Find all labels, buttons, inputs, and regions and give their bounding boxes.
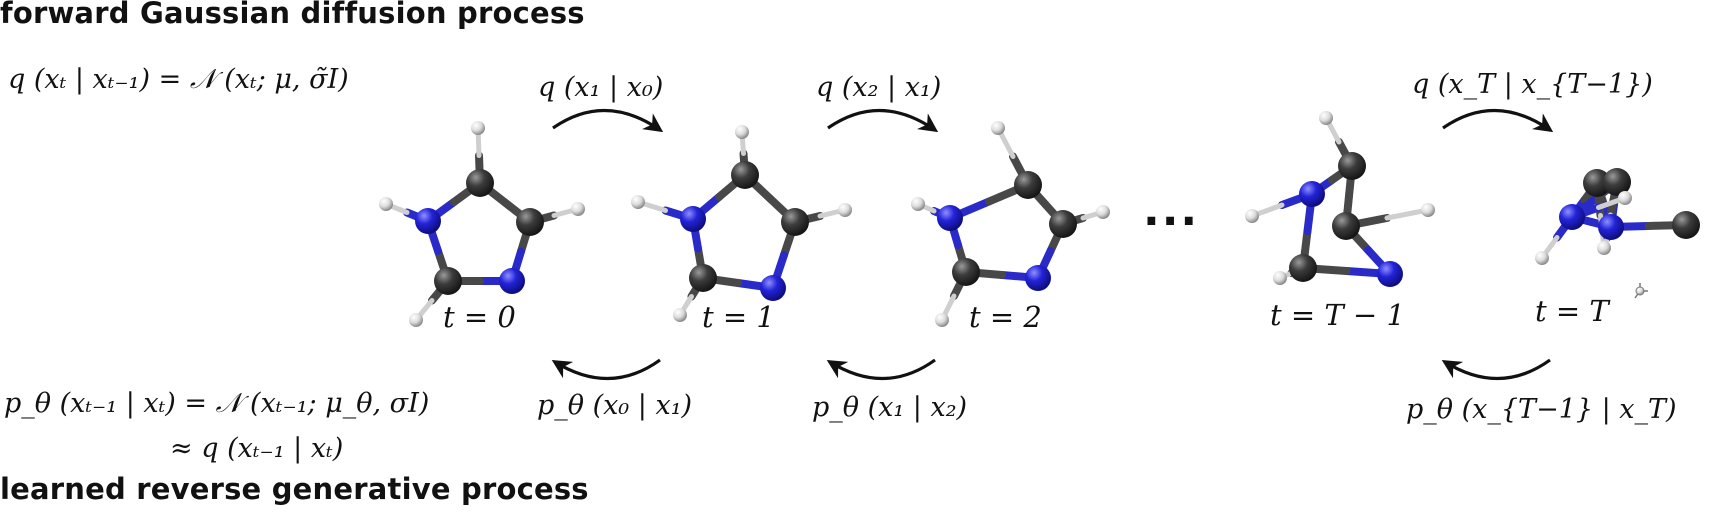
carbon-atom-3	[1672, 211, 1700, 239]
nitrogen-atom-2	[1025, 265, 1051, 291]
rotation-axis-icon	[1634, 283, 1648, 299]
forward-arrow-2	[1442, 108, 1554, 133]
hydrogen-atom-6	[1535, 251, 1549, 265]
timestep-label-0: t = 0	[443, 300, 516, 334]
hydrogen-atom-7	[379, 197, 393, 211]
molecule-4	[1535, 168, 1700, 265]
carbon-atom-3	[952, 258, 980, 286]
carbon-atom-1	[1603, 168, 1631, 196]
molecule-2	[911, 121, 1110, 327]
nitrogen-atom-2	[1598, 214, 1624, 240]
timestep-label-4: t = T	[1535, 294, 1609, 328]
nitrogen-atom-2	[499, 268, 525, 294]
hydrogen-atom-7	[911, 197, 925, 211]
hydrogen-atom-8	[409, 313, 423, 327]
molecule-0	[379, 121, 585, 327]
hydrogen-atom-6	[1421, 203, 1435, 217]
forward-arrow-1	[827, 108, 939, 133]
nitrogen-atom-4	[1299, 181, 1325, 207]
forward-process-heading: forward Gaussian diffusion process	[0, 0, 585, 30]
carbon-atom-0	[1583, 169, 1611, 197]
reverse-arrow-2	[1441, 358, 1551, 381]
forward-arrow-0	[552, 108, 664, 133]
reverse-equation: p_θ (xₜ₋₁ | xₜ) = 𝒩 (xₜ₋₁; μ_θ, σI)	[4, 388, 430, 419]
nitrogen-atom-4	[415, 208, 441, 234]
hydrogen-atom-7	[1618, 191, 1632, 205]
forward-arrow-label-0: q (x₁ | x₀)	[538, 72, 664, 103]
timestep-label-1: t = 1	[702, 300, 775, 334]
carbon-atom-0	[731, 161, 759, 189]
reverse-approximation: ≈ q (xₜ₋₁ | xₜ)	[170, 433, 344, 464]
molecules	[379, 111, 1700, 327]
forward-arrow-label-1: q (x₂ | x₁)	[816, 72, 942, 103]
hydrogen-atom-6	[838, 203, 852, 217]
reverse-arrow-label-1: p_θ (x₁ | x₂)	[812, 392, 968, 423]
nitrogen-atom-2	[760, 275, 786, 301]
hydrogen-atom-5	[991, 121, 1005, 135]
hydrogen-atom-8	[935, 313, 949, 327]
carbon-atom-1	[1332, 212, 1360, 240]
reverse-arrow-1	[826, 358, 936, 381]
hydrogen-atom-6	[571, 202, 585, 216]
nitrogen-atom-4	[680, 206, 706, 232]
carbon-atom-1	[516, 208, 544, 236]
hydrogen-atom-8	[673, 308, 687, 322]
molecule-1	[631, 125, 852, 322]
hydrogen-atom-5	[735, 125, 749, 139]
carbon-atom-3	[1289, 254, 1317, 282]
hydrogen-atom-5	[1319, 111, 1333, 125]
forward-equation: q (xₜ | xₜ₋₁) = 𝒩 (xₜ; μ, σ̃I)	[8, 64, 349, 95]
reverse-arrow-0	[551, 358, 661, 381]
ellipsis: ···	[1143, 196, 1200, 247]
carbon-atom-3	[689, 264, 717, 292]
carbon-atom-0	[466, 169, 494, 197]
reverse-arrow-label-2: p_θ (x_{T−1} | x_T)	[1406, 394, 1677, 425]
carbon-atom-0	[1014, 171, 1042, 199]
nitrogen-atom-4	[1559, 204, 1585, 230]
reverse-process-heading: learned reverse generative process	[0, 472, 589, 506]
hydrogen-atom-5	[1597, 241, 1611, 255]
carbon-atom-1	[1049, 210, 1077, 238]
hydrogen-atom-7	[631, 195, 645, 209]
hydrogen-atom-6	[1096, 205, 1110, 219]
timestep-label-2: t = 2	[969, 300, 1042, 334]
carbon-atom-3	[434, 267, 462, 295]
forward-arrow-label-2: q (x_T | x_{T−1})	[1412, 69, 1653, 100]
carbon-atom-1	[781, 208, 809, 236]
molecule-3	[1245, 111, 1435, 287]
nitrogen-atom-2	[1377, 261, 1403, 287]
timestep-label-3: t = T − 1	[1270, 298, 1405, 332]
carbon-atom-0	[1338, 152, 1366, 180]
nitrogen-atom-4	[937, 205, 963, 231]
hydrogen-atom-7	[1245, 209, 1259, 223]
reverse-arrow-label-0: p_θ (x₀ | x₁)	[537, 390, 693, 421]
hydrogen-atom-8	[1273, 271, 1287, 285]
hydrogen-atom-5	[471, 121, 485, 135]
